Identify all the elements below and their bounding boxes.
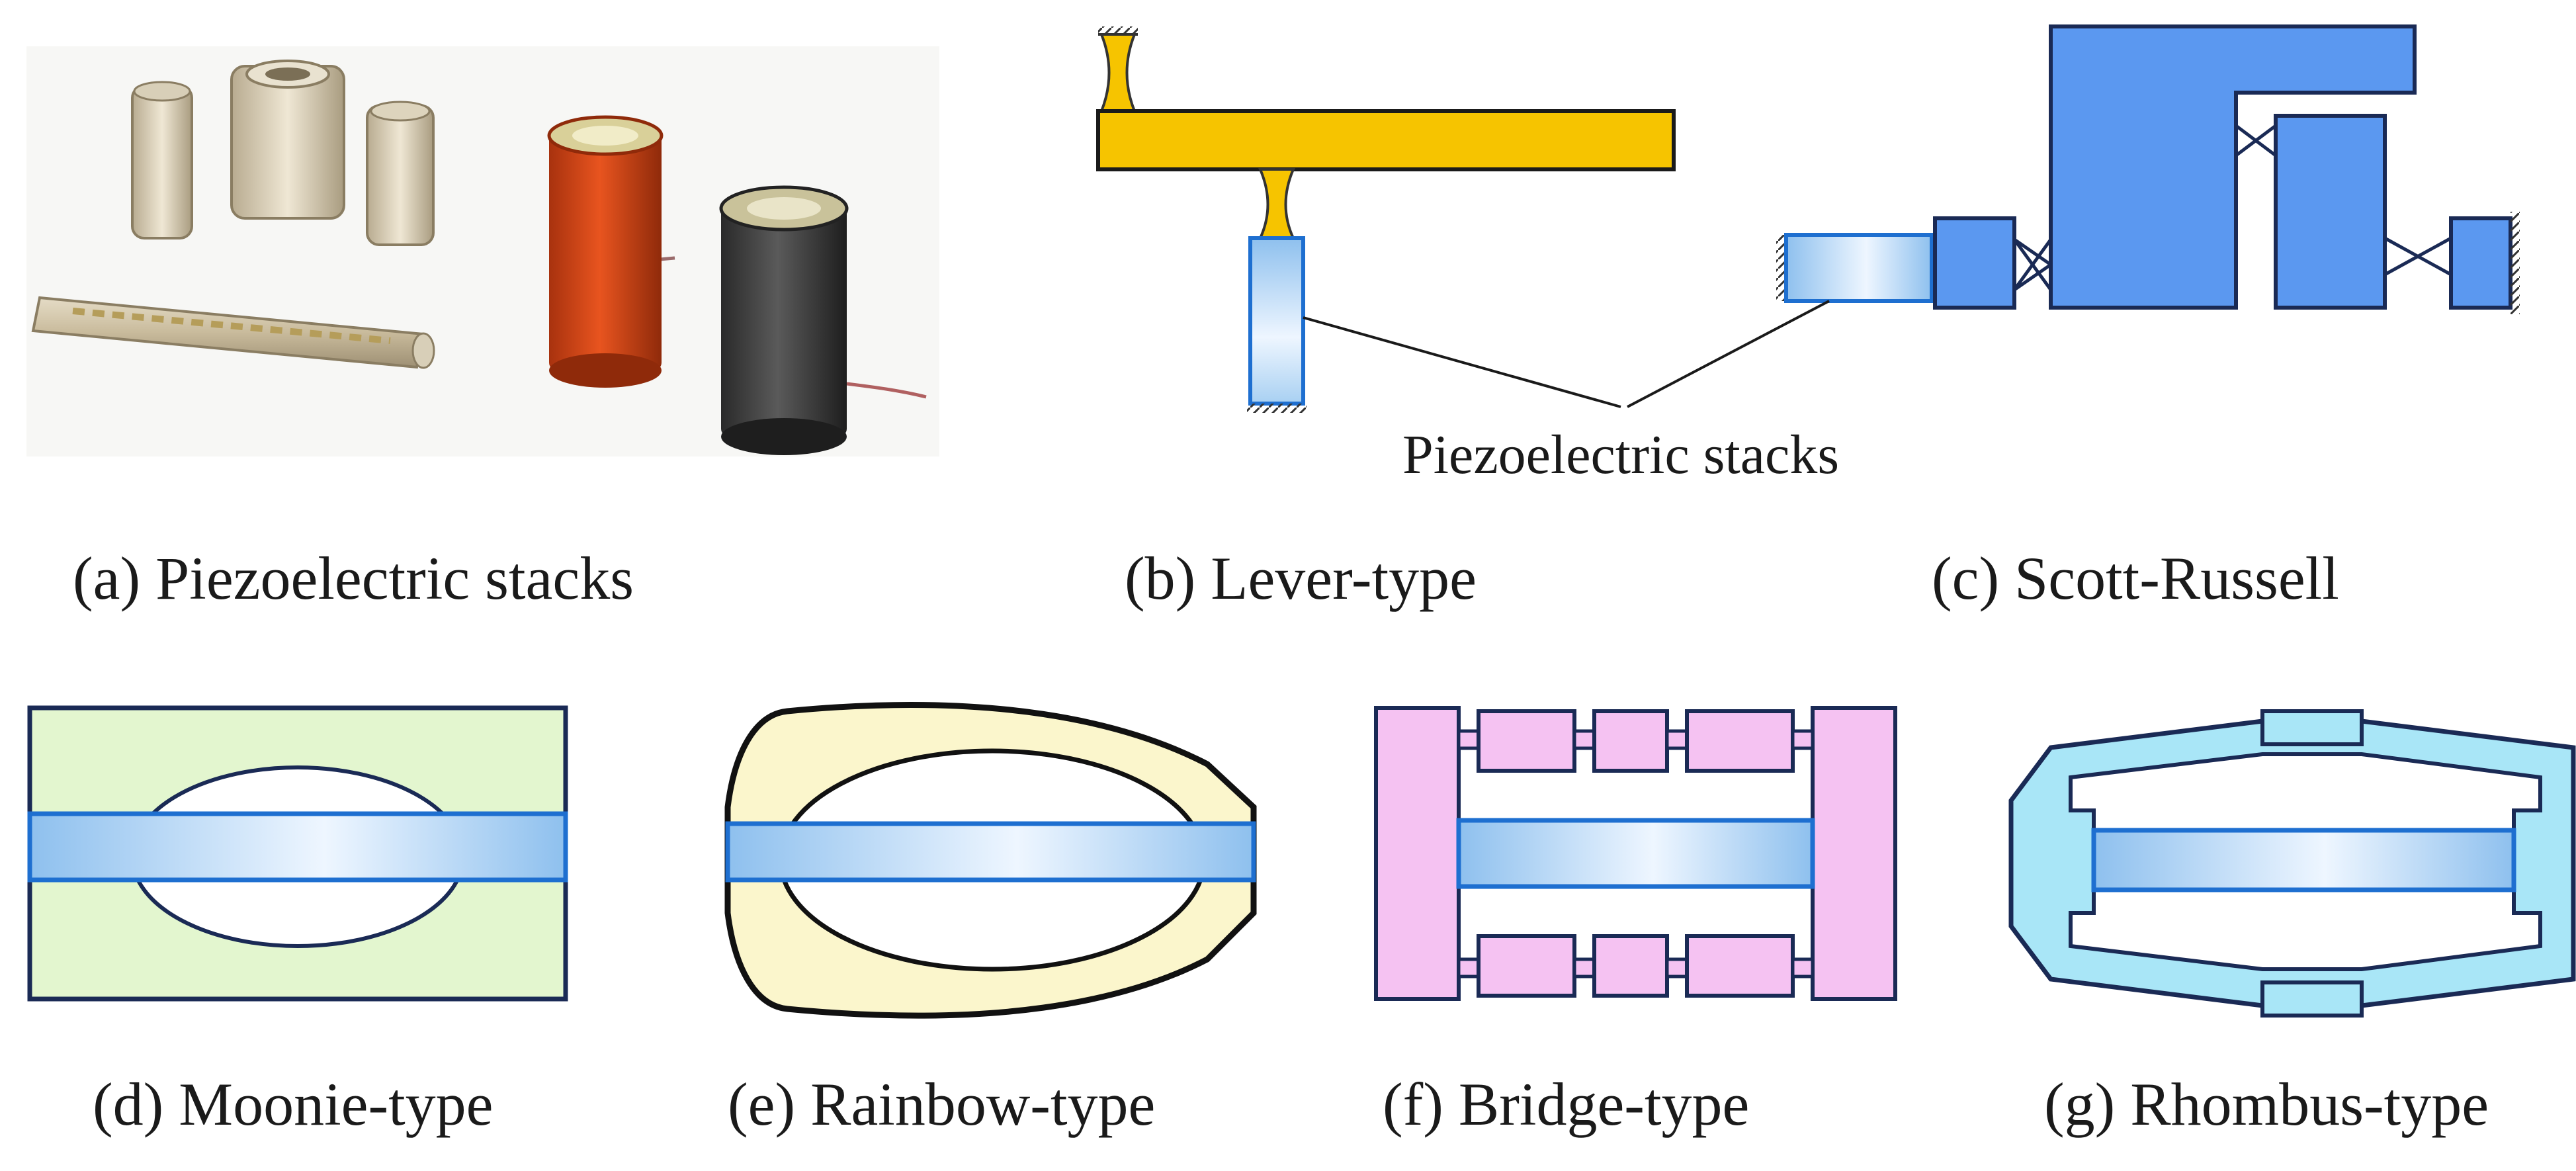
ground-hatch-right (2511, 212, 2520, 314)
bridge-left-pillar (1374, 706, 1461, 1001)
caption-d: (d) Moonie-type (93, 1070, 494, 1138)
metal-stack-small-left (131, 81, 193, 239)
scott-piezo-stack (1784, 233, 1934, 303)
bridge-right-pillar (1811, 706, 1897, 1001)
caption-g: (g) Rhombus-type (2044, 1070, 2489, 1138)
ground-hatch-bottom (1247, 404, 1307, 413)
flexure-cross-top (2235, 124, 2277, 157)
coupler-block (2274, 114, 2387, 310)
input-block (1933, 216, 2016, 310)
metal-stack-long (31, 296, 435, 369)
caption-a: (a) Piezoelectric stacks (73, 544, 634, 612)
metal-stack-square-center (230, 60, 345, 220)
moonie-piezo-stack (27, 811, 568, 883)
lever-piezo-stack (1248, 236, 1305, 406)
fixed-block (2449, 216, 2512, 310)
bridge-bottom-link-left (1477, 934, 1576, 998)
bridge-top-link-center (1592, 709, 1669, 773)
callout-label: Piezoelectric stacks (1402, 424, 1839, 486)
piezo-callout: Piezoelectric stacks (1303, 300, 1839, 486)
callout-line-lever (1303, 316, 1621, 408)
flexure-hinge-bottom (1258, 168, 1296, 239)
flexure-cross-left (2012, 238, 2053, 291)
caption-b: (b) Lever-type (1125, 544, 1477, 612)
rhombus-bottom-pad (2260, 980, 2364, 1018)
piezo-stacks-photo (26, 46, 939, 456)
flexure-hinge-top (1099, 33, 1137, 112)
metal-stack-small-right (366, 101, 435, 246)
rhombus-piezo-stack (2091, 828, 2516, 892)
bridge-bottom-link-center (1592, 934, 1669, 998)
flexure-cross-right (2383, 236, 2452, 277)
rainbow-type-diagram (724, 702, 1257, 1019)
lever-type-diagram (1096, 26, 1676, 413)
ground-hatch-top (1098, 26, 1138, 34)
caption-f: (f) Bridge-type (1383, 1070, 1749, 1138)
ground-hatch-left (1776, 235, 1785, 301)
bridge-type-diagram (1374, 706, 1897, 1001)
bridge-piezo-stack (1456, 818, 1815, 889)
bridge-bottom-link-right (1685, 934, 1795, 998)
scott-russell-diagram (1776, 24, 2520, 314)
caption-c: (c) Scott-Russell (1932, 544, 2339, 612)
rhombus-top-pad (2260, 709, 2364, 746)
lever-arm (1096, 109, 1676, 171)
bridge-top-link-right (1685, 709, 1795, 773)
caption-e: (e) Rainbow-type (728, 1070, 1155, 1138)
moonie-type-diagram (27, 705, 568, 1002)
output-l-link (2049, 24, 2417, 310)
red-cylinder-stack (547, 115, 675, 388)
bridge-top-link-left (1477, 709, 1576, 773)
black-cylinder-stack (719, 185, 927, 455)
rainbow-piezo-stack (725, 821, 1256, 883)
callout-line-scott (1627, 300, 1830, 408)
rhombus-type-diagram (2008, 709, 2576, 1018)
